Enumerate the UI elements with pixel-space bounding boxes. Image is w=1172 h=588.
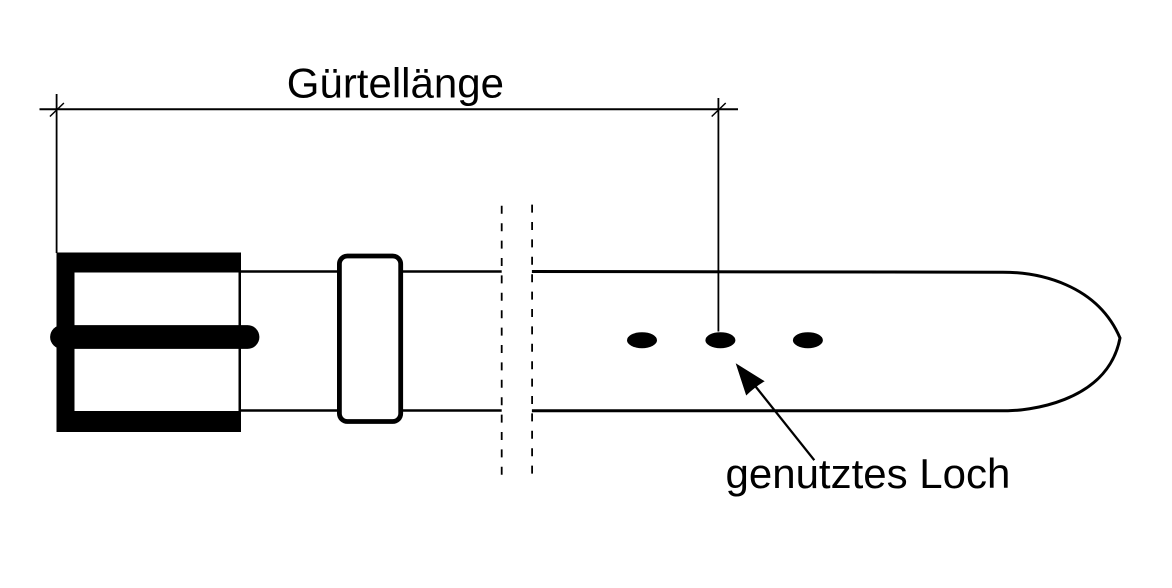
svg-text:Gürtellänge: Gürtellänge [287, 60, 504, 107]
svg-text:genutztes Loch: genutztes Loch [726, 450, 1011, 497]
